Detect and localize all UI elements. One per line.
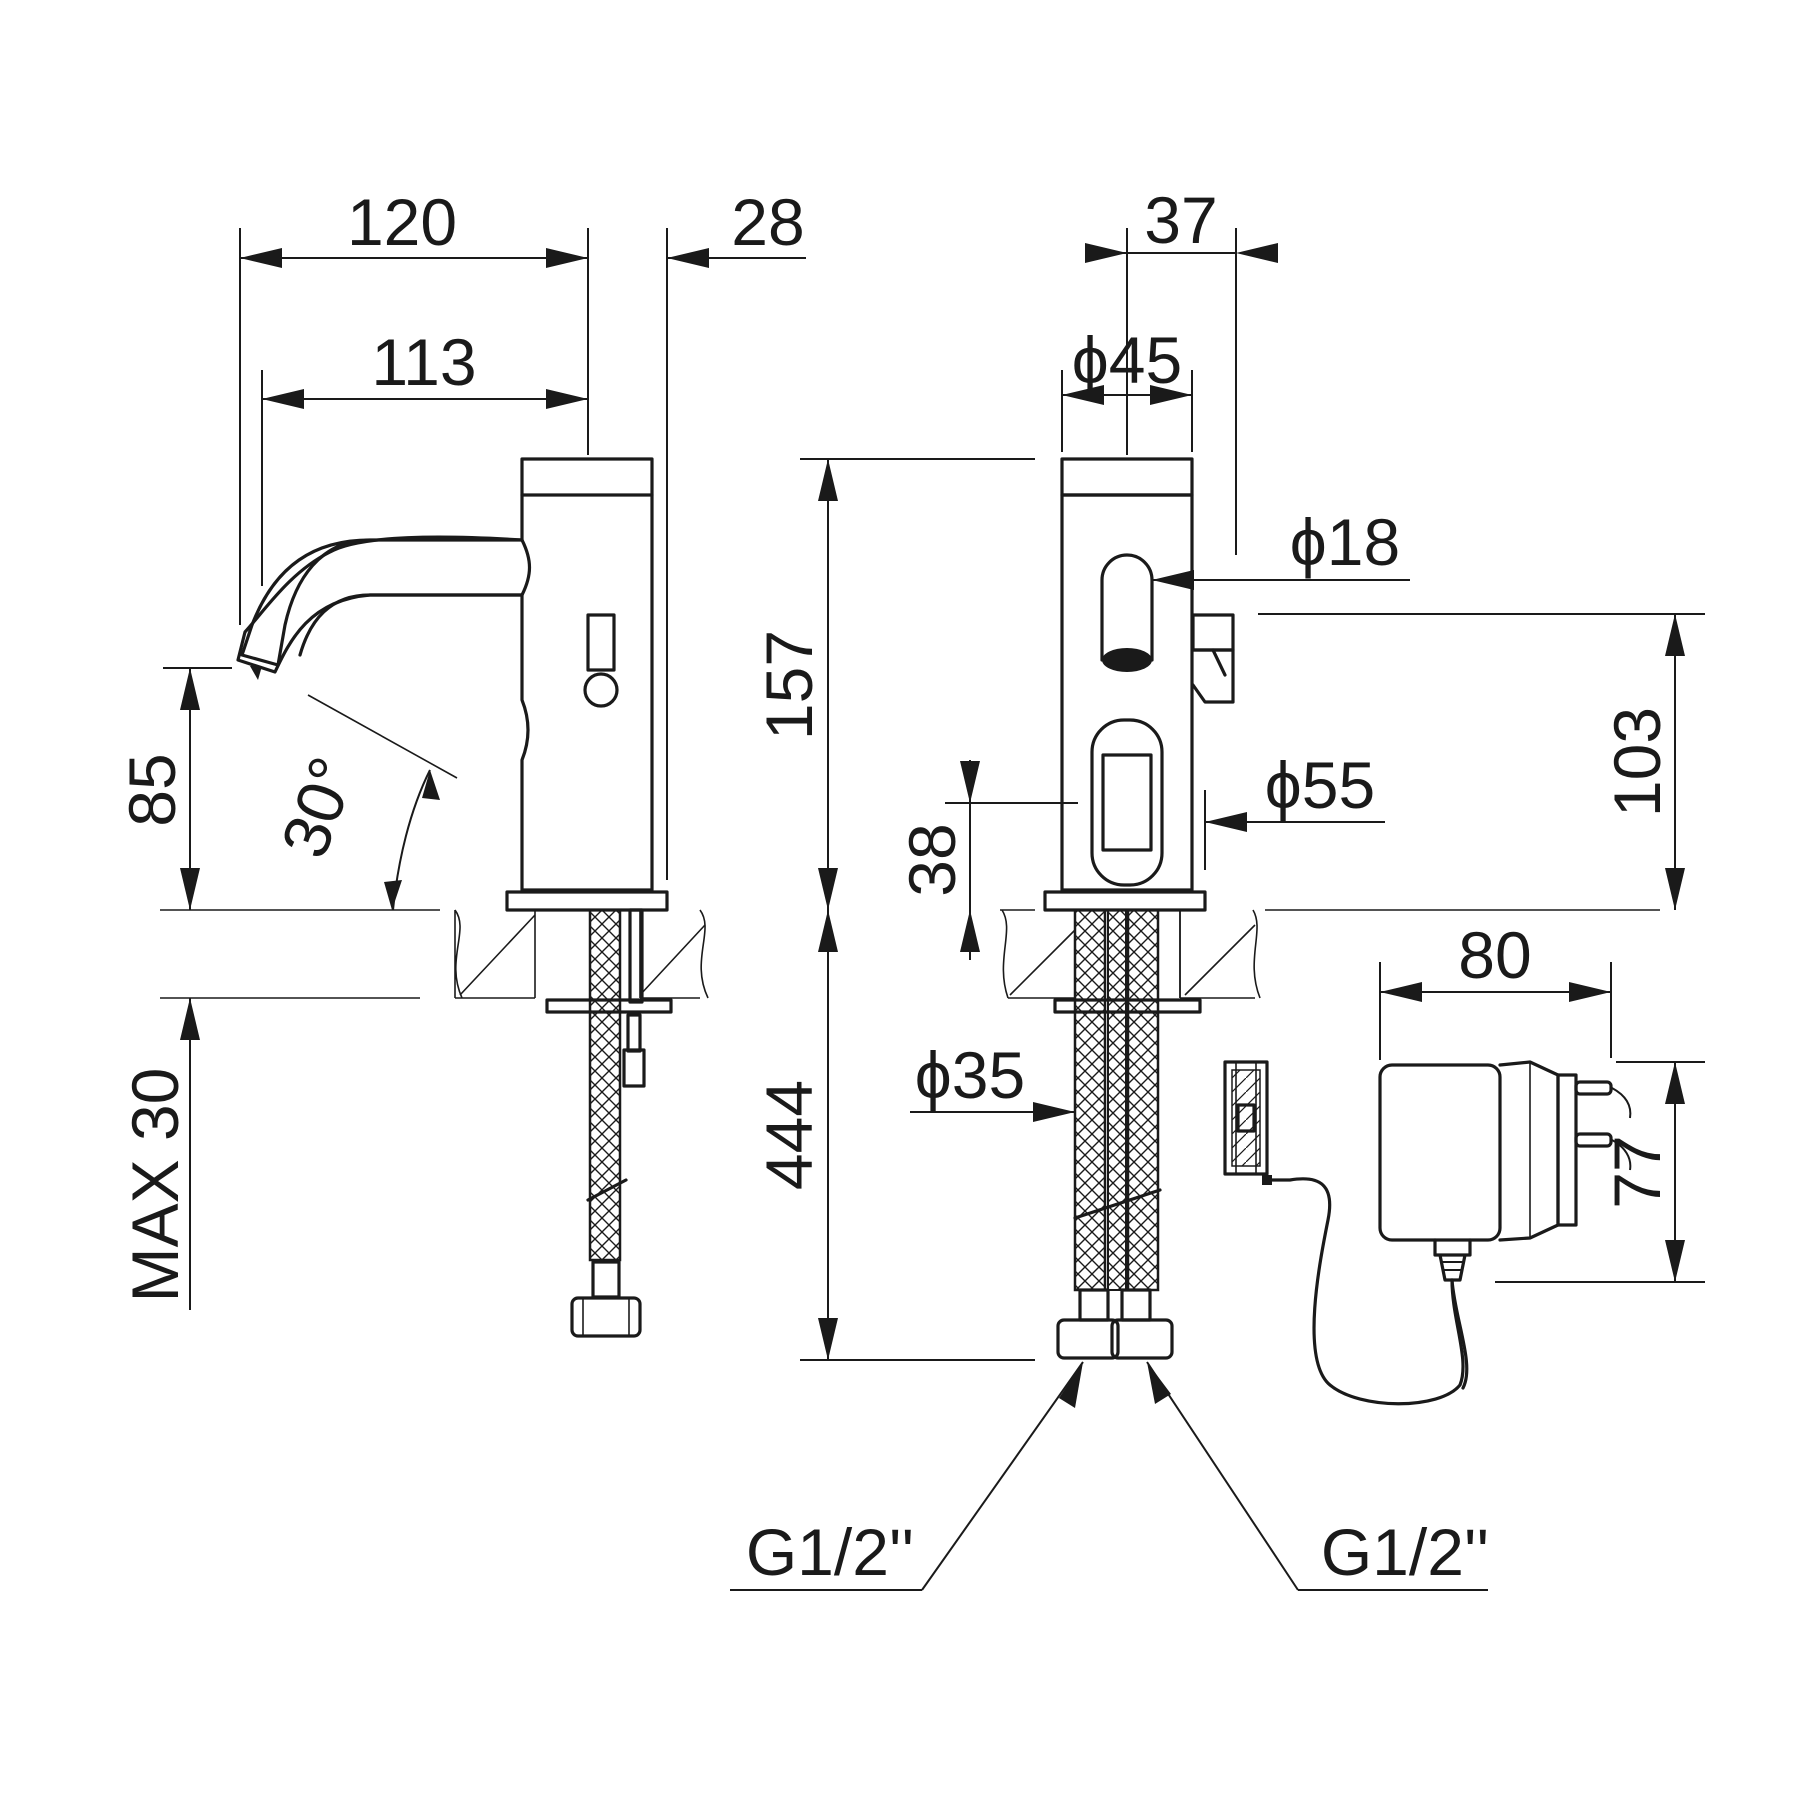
side-sensor-knob [583, 613, 619, 708]
dim-adapter-height: 77 [1600, 1135, 1674, 1208]
front-dimension-lines [730, 228, 1705, 1591]
side-spout-outline [236, 535, 524, 674]
dim-spout-reach-outer: 120 [347, 185, 457, 259]
adapter-cable-strain-relief [1433, 1238, 1472, 1282]
dim-adapter-width: 80 [1458, 918, 1531, 992]
thread-label-left: G1/2'' [746, 1515, 914, 1589]
dim-base-offset: 28 [731, 185, 804, 259]
front-view [1000, 457, 1660, 1360]
dim-counter-thickness: MAX 30 [118, 1068, 192, 1303]
dim-front-offset: 37 [1144, 183, 1217, 257]
side-countertop [160, 909, 709, 999]
dim-sensor-diameter: ϕ18 [1290, 505, 1400, 579]
side-body [505, 457, 669, 912]
dim-body-height: 157 [752, 630, 826, 740]
side-spout [240, 538, 524, 667]
front-body [1043, 457, 1207, 912]
angle-arrow-bottom [384, 880, 402, 910]
adapter-dimension-lines [1379, 962, 1705, 1283]
power-adapter [1262, 1060, 1613, 1406]
front-display-window [1090, 718, 1164, 887]
angle-arrow-top [422, 770, 440, 800]
adapter-cable [1268, 1177, 1465, 1406]
dim-window-diameter: ϕ55 [1265, 748, 1375, 822]
side-view [160, 457, 709, 1338]
front-sensor-window [1100, 553, 1154, 672]
dim-window-height: 38 [895, 823, 969, 896]
dim-spout-height: 85 [115, 753, 189, 826]
dim-body-diameter: ϕ45 [1072, 323, 1182, 397]
dim-spray-angle: 30° [267, 748, 371, 867]
side-hose [545, 908, 673, 1338]
dim-spout-reach-inner: 113 [371, 325, 476, 399]
connector-block [1223, 1060, 1269, 1176]
dim-hose-diameter: ϕ35 [915, 1038, 1025, 1112]
dim-hose-length: 444 [752, 1080, 826, 1190]
spray-angle-line [307, 694, 458, 779]
thread-label-right: G1/2'' [1321, 1515, 1489, 1589]
side-spout-tip [250, 666, 262, 680]
front-side-lever [1191, 613, 1235, 704]
dim-connection-height: 103 [1600, 707, 1674, 817]
side-dimension-lines [163, 228, 806, 1310]
front-hoses [1053, 908, 1202, 1360]
